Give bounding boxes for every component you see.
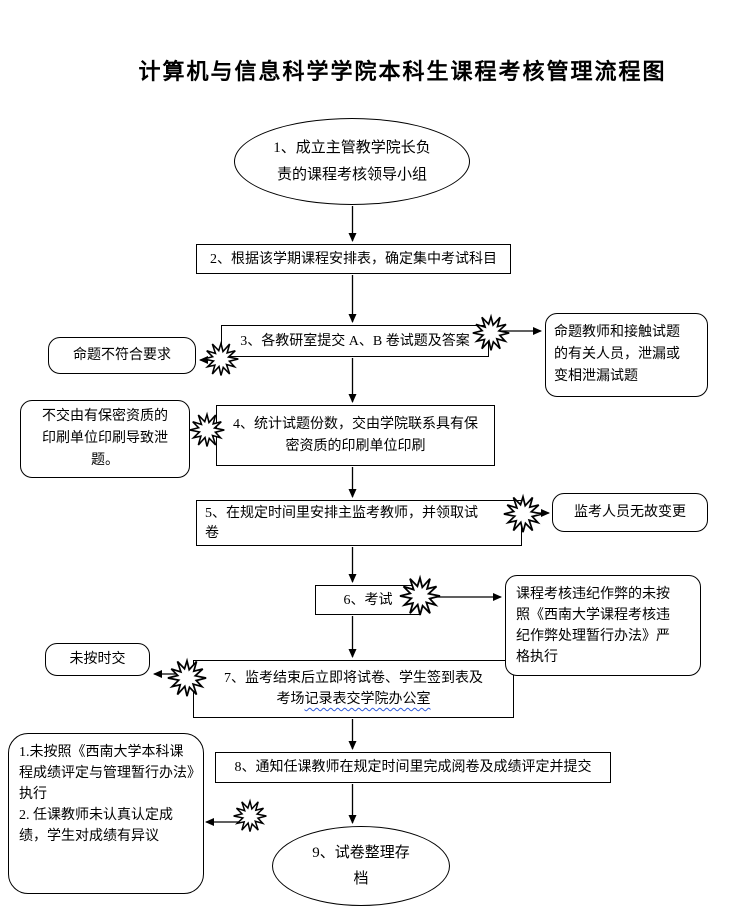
grading-issue-2: 2. 任课教师未认真认定成绩，学生对成绩有异议 xyxy=(19,808,173,844)
exception-grading-issues: 1.未按照《西南大学本科课程成绩评定与管理暂行办法》执行 2. 任课教师未认真认… xyxy=(8,733,204,894)
exception-print-leak: 不交由有保密资质的印刷单位印刷导致泄题。 xyxy=(20,400,190,478)
step2-process: 2、根据该学期课程安排表，确定集中考试科目 xyxy=(196,244,511,274)
step7-line1: 7、监考结束后立即将试卷、学生签到表及 xyxy=(224,671,483,686)
exception-cheating-handling: 课程考核违纪作弊的未按照《西南大学课程考核违纪作弊处理暂行办法》严格执行 xyxy=(505,575,701,676)
step1-terminator: 1、成立主管教学院长负责的课程考核领导小组 xyxy=(234,118,470,205)
step7-line2: 考场记录表交学院办公室 xyxy=(276,692,431,707)
exception-questions-noncompliant: 命题不符合要求 xyxy=(48,337,196,374)
burst-icon xyxy=(232,800,268,833)
step8-process: 8、通知任课教师在规定时间里完成阅卷及成绩评定并提交 xyxy=(215,752,611,783)
step7-process: 7、监考结束后立即将试卷、学生签到表及 考场记录表交学院办公室 xyxy=(193,660,514,718)
step7-squiggle-text: 记录表交学院办公室 xyxy=(304,692,431,707)
page-title: 计算机与信息科学学院本科生课程考核管理流程图 xyxy=(138,59,667,84)
step3-process: 3、各教研室提交 A、B 卷试题及答案 xyxy=(221,325,489,357)
step4-process: 4、统计试题份数，交由学院联系具有保密资质的印刷单位印刷 xyxy=(216,405,495,466)
grading-issue-1: 1.未按照《西南大学本科课程成绩评定与管理暂行办法》执行 xyxy=(19,745,194,802)
step6-process: 6、考试 xyxy=(315,585,421,615)
exception-question-leak: 命题教师和接触试题的有关人员，泄漏或变相泄漏试题 xyxy=(545,313,708,397)
step9-terminator: 9、试卷整理存档 xyxy=(272,826,450,906)
exception-late-submission: 未按时交 xyxy=(45,643,150,676)
exception-invigilator-change: 监考人员无故变更 xyxy=(552,493,708,532)
step5-process: 5、在规定时间里安排主监考教师，并领取试卷 xyxy=(196,500,522,546)
